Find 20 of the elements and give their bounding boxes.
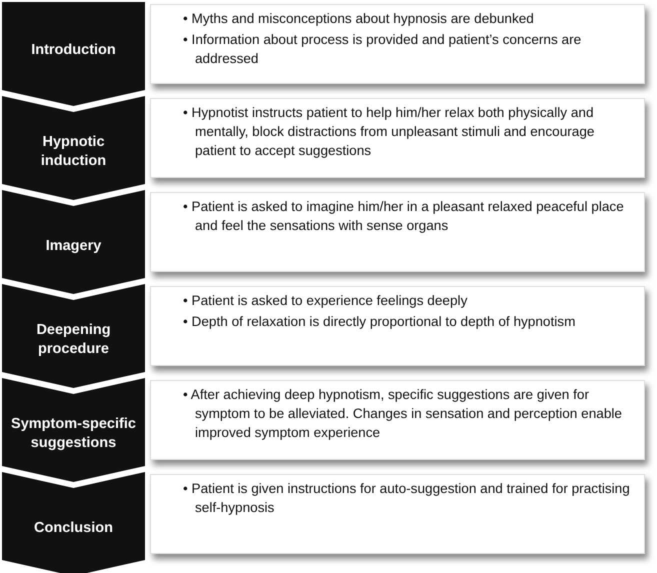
step-title: Introduction [30, 40, 117, 60]
bullet-text: • Depth of relaxation is directly proportional to depth of hypnotism [183, 313, 576, 331]
step-title: Imagery [44, 236, 102, 256]
text-panel [150, 474, 645, 554]
bullet-text: • Information about process is provided and patient’s concerns are addressed [183, 31, 582, 68]
bullet-text: • Patient is given instructions for auto-suggestion and trained for practising self-hypnosis [183, 480, 631, 517]
bullet-text: • Patient is asked to experience feelings deeply [183, 292, 468, 310]
step-title: Symptom-specific suggestions [10, 415, 137, 453]
bullet-text: • Myths and misconceptions about hypnosis are debunked [183, 10, 535, 28]
step-title: Hypnotic induction [40, 133, 108, 171]
bullet-text: • Patient is asked to imagine him/her in a pleasant relaxed peaceful place and feel the sensations with sense organs [183, 198, 625, 235]
text-panel [150, 286, 645, 366]
step-title: Deepening procedure [35, 321, 112, 359]
text-panel [150, 98, 645, 178]
bullet-text: • After achieving deep hypnotism, specific suggestions are given for symptom to be alleviated. Changes in sensation and perception enable improved symptom experience [183, 386, 623, 442]
step-title: Conclusion [33, 518, 114, 538]
text-panel [150, 380, 645, 460]
bullet-text: • Hypnotist instructs patient to help him/her relax both physically and mentally, block distractions from unpleasant stimuli and encourage patient to accept suggestions [183, 104, 596, 160]
text-panel [150, 4, 645, 84]
text-panel [150, 192, 645, 272]
